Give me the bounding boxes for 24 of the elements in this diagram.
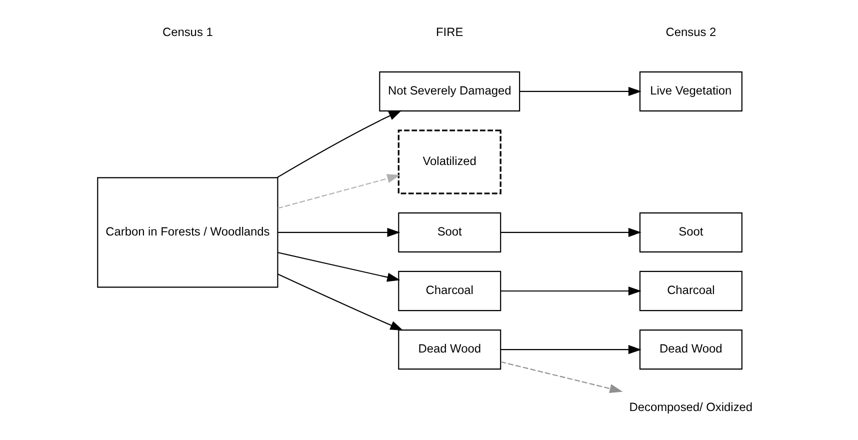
node-box: Carbon in Forests / Woodlands [97,176,278,288]
node-box: Volatilized [398,129,502,194]
node-box: Live Vegetation [639,70,742,111]
arrow [520,86,642,96]
node-box: Soot [398,212,502,252]
node-box: Charcoal [398,270,502,311]
arrow [500,344,642,354]
node-box: Dead Wood [398,329,502,370]
arrow [500,286,642,296]
node-text: Decomposed/ Oxidized [629,400,753,414]
label: FIRE [436,24,464,38]
node-box: Dead Wood [639,329,742,370]
arrow [500,227,642,236]
arrow [278,227,400,236]
node-box: Charcoal [639,270,742,311]
label: Census 1 [162,24,213,38]
label: Census 2 [666,24,716,38]
arrow [277,110,402,178]
arrow [278,174,400,208]
node-box: Soot [639,212,742,252]
arrow [278,251,400,282]
node-box: Not Severely Damaged [379,70,520,111]
arrow [278,273,404,330]
arrow [500,360,623,393]
